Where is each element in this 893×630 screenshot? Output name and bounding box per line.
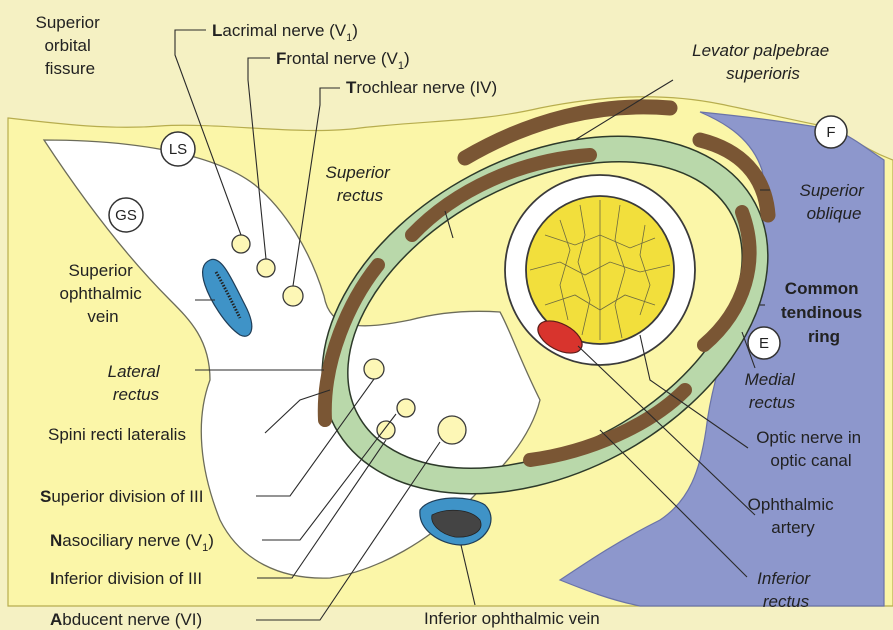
lacrimal-nerve-profile [232,235,250,253]
label-trochlear-nerve: Trochlear nerve (IV) [346,78,497,97]
nasociliary-nerve-profile [397,399,415,417]
label-superior-division-iii: Superior division of III [40,487,203,506]
label-superior-orbital-fissure: Superior orbital fissure [36,13,105,78]
superior-division-iii-profile [364,359,384,379]
marker-ls: LS [161,132,195,166]
marker-gs: GS [109,198,143,232]
marker-e: E [748,327,780,359]
marker-f: F [815,116,847,148]
label-spini-recti-lateralis: Spini recti lateralis [48,425,186,444]
svg-text:LS: LS [169,141,187,158]
frontal-nerve-profile [257,259,275,277]
label-inferior-ophthalmic-vein: Inferior ophthalmic vein [424,609,600,628]
label-inferior-division-iii: Inferior division of III [50,569,202,588]
label-abducent-nerve: Abducent nerve (VI) [50,610,202,629]
svg-text:GS: GS [115,207,137,224]
trochlear-nerve-profile [283,286,303,306]
svg-text:E: E [759,335,769,352]
abducent-nerve-profile [438,416,466,444]
svg-text:F: F [826,124,835,141]
